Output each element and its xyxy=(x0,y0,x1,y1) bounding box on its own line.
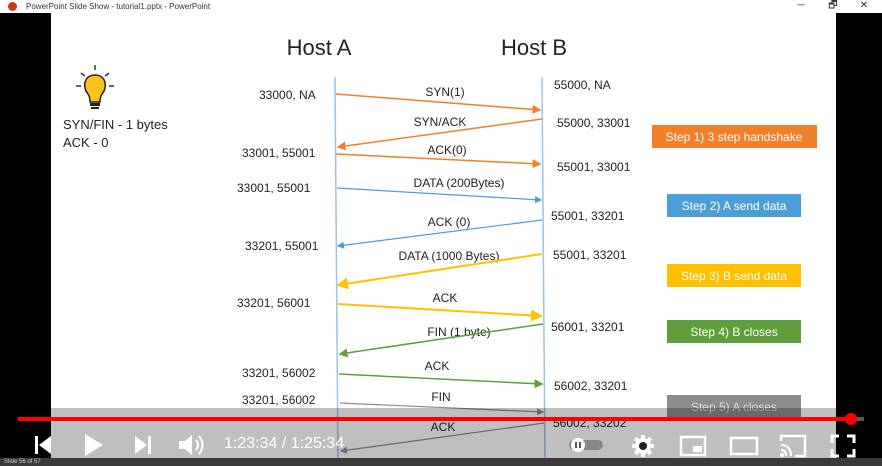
host-b-title: Host B xyxy=(501,35,567,60)
powerpoint-app-icon xyxy=(8,2,17,11)
volume-icon[interactable] xyxy=(177,433,207,457)
message-label: ACK (0) xyxy=(428,215,471,229)
arrow-fin-a xyxy=(339,402,545,416)
step-3-label: Step 3) B send data xyxy=(681,269,787,283)
step-4-label: Step 4) B closes xyxy=(690,325,777,339)
seek-bar-thumb[interactable] xyxy=(845,413,858,425)
host-a-seq-label: 33001, 55001 xyxy=(237,181,311,195)
host-b-timeline xyxy=(541,76,546,466)
host-b-seq-label: 55000, 33001 xyxy=(557,116,631,130)
host-b-seq-label: 55001, 33201 xyxy=(553,248,627,262)
arrow-ack-0 xyxy=(335,153,542,169)
seek-bar-played xyxy=(18,417,852,421)
arrow-fin-b xyxy=(338,323,544,358)
window-titlebar: PowerPoint Slide Show - tutorial1.pptx -… xyxy=(0,0,882,13)
arrow-syn-ack xyxy=(336,118,543,151)
message-label: ACK xyxy=(433,291,458,305)
theater-icon[interactable] xyxy=(729,434,759,458)
skip-next-icon[interactable] xyxy=(133,434,153,456)
message-label: ACK xyxy=(431,420,456,434)
step-5-label: Step 5) A closes xyxy=(691,400,777,414)
arrow-syn xyxy=(335,93,542,114)
legend-ack: ACK - 0 xyxy=(63,135,109,150)
message-label: ACK xyxy=(425,359,450,373)
host-b-seq-label: 55001, 33001 xyxy=(557,160,631,174)
step-1-label: Step 1) 3 step handshake xyxy=(666,130,803,144)
message-label: ACK(0) xyxy=(427,143,466,157)
host-a-seq-label: 33201, 56002 xyxy=(242,393,316,407)
status-bar: Slide 56 of 57 xyxy=(0,458,882,466)
step-3-box xyxy=(667,264,801,287)
fullscreen-icon[interactable] xyxy=(830,434,856,458)
host-a-seq-label: 33000, NA xyxy=(259,88,316,102)
slide-info: Slide 56 of 57 xyxy=(4,459,41,465)
step-2-box xyxy=(667,194,801,217)
close-button[interactable]: ✕ xyxy=(859,0,869,11)
host-a-seq-label: 33001, 55001 xyxy=(242,146,316,160)
arrow-ack-last xyxy=(339,422,545,454)
host-b-seq-label: 56002, 33201 xyxy=(554,379,628,393)
arrow-ack-yellow xyxy=(337,303,543,322)
host-b-seq-label: 56001, 33201 xyxy=(551,320,625,334)
arrow-data-200 xyxy=(336,187,543,204)
host-a-seq-label: 33201, 56001 xyxy=(237,296,311,310)
arrow-ack-data xyxy=(336,219,543,249)
message-label: SYN(1) xyxy=(425,85,464,99)
play-icon[interactable] xyxy=(82,432,106,458)
restore-button[interactable]: 🗗 xyxy=(828,0,838,11)
step-4-box xyxy=(667,320,801,343)
host-a-title: Host A xyxy=(287,35,352,60)
message-label: SYN/ACK xyxy=(414,115,467,129)
settings-icon[interactable] xyxy=(631,434,655,458)
step-1-box xyxy=(652,125,817,148)
seek-bar[interactable] xyxy=(18,413,864,425)
host-a-seq-label: 33201, 56002 xyxy=(242,366,316,380)
cast-icon[interactable] xyxy=(779,433,807,459)
lightbulb-icon xyxy=(76,65,114,109)
window-title: PowerPoint Slide Show - tutorial1.pptx -… xyxy=(26,2,211,11)
time-display: 1:23:34 / 1:25:34 xyxy=(224,435,345,452)
arrow-data-1000 xyxy=(336,253,543,290)
step-2-label: Step 2) A send data xyxy=(682,199,787,213)
arrow-ack-green xyxy=(338,373,544,389)
slide: Host A Host B SYN/FIN - 1 bytes ACK - 0 … xyxy=(51,13,836,466)
legend-syn-fin: SYN/FIN - 1 bytes xyxy=(63,117,168,132)
host-a-timeline xyxy=(334,76,339,466)
message-label: DATA (1000 Bytes) xyxy=(399,249,500,263)
skip-back-icon[interactable] xyxy=(33,434,53,456)
host-a-seq-label: 33201, 55001 xyxy=(245,239,319,253)
host-b-seq-label: 55001, 33201 xyxy=(551,209,625,223)
message-label: DATA (200Bytes) xyxy=(414,176,505,190)
miniplayer-icon[interactable] xyxy=(679,434,707,458)
message-label: FIN (1 byte) xyxy=(427,325,490,339)
step-5-box xyxy=(667,395,801,418)
message-label: FIN xyxy=(431,390,450,404)
host-b-seq-label: 55000, NA xyxy=(554,78,611,92)
autoplay-toggle-icon[interactable] xyxy=(568,437,604,453)
minimize-button[interactable]: ─ xyxy=(797,0,805,11)
